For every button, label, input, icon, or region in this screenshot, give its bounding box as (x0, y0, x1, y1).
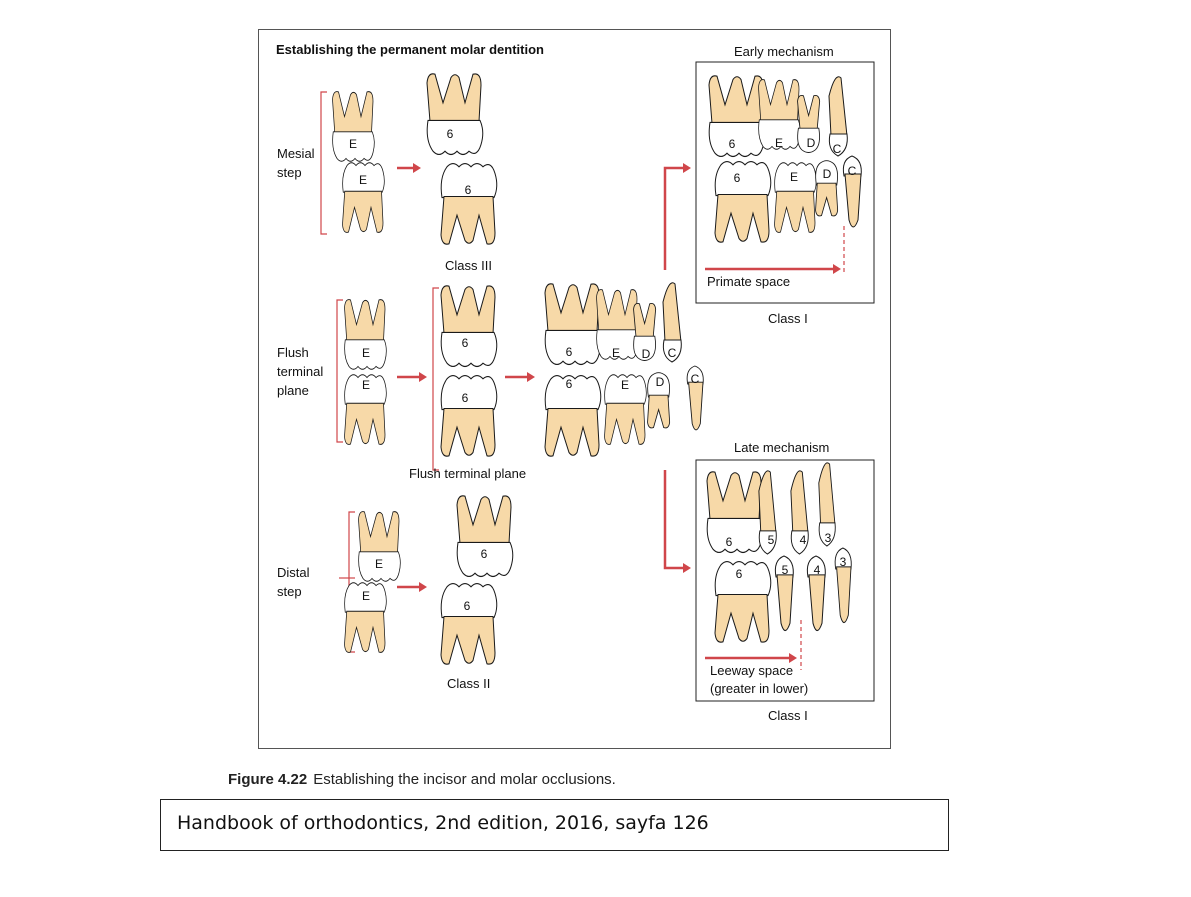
distal-lower-E-label: E (362, 589, 370, 603)
mixed-upper-6 (544, 283, 602, 366)
flush-label-2: terminal (277, 364, 323, 379)
early-class-label: Class I (768, 311, 808, 326)
mixed-upper-C-label: C (668, 346, 677, 360)
early-lower-6 (714, 160, 772, 243)
flush-bracket (336, 299, 343, 443)
mesial-lower-6 (440, 162, 498, 245)
mesial-lower-E-label: E (359, 173, 367, 187)
distal-upper-E-label: E (375, 557, 383, 571)
mixed-lower-C-label: C (691, 372, 700, 386)
mixed-upper-6-label: 6 (566, 345, 573, 359)
class-iii-label: Class III (445, 258, 492, 273)
flush-plane-label: Flush terminal plane (409, 466, 526, 481)
mixed-lower-E-label: E (621, 378, 629, 392)
late-lower-3-label: 3 (840, 555, 847, 569)
flush-label-3: plane (277, 383, 309, 398)
late-upper-6 (706, 471, 764, 554)
to-early-arrow (663, 166, 683, 270)
early-upper-6-label: 6 (729, 137, 736, 151)
mesial-label-1: Mesial (277, 146, 315, 161)
late-upper-3-label: 3 (825, 531, 832, 545)
late-lower-6 (714, 560, 772, 643)
mixed-upper-D-label: D (642, 347, 651, 361)
late-heading: Late mechanism (734, 440, 829, 455)
distal-lower-6 (440, 582, 498, 665)
mixed-lower-6-label: 6 (566, 377, 573, 391)
early-heading: Early mechanism (734, 44, 834, 59)
mesial-upper-6 (426, 73, 484, 156)
source-text: Handbook of orthodontics, 2nd edition, 2… (177, 812, 709, 834)
early-lower-D-label: D (823, 167, 832, 181)
flush-upper-6-label: 6 (462, 336, 469, 350)
mixed-lower-D-label: D (656, 375, 665, 389)
dentition-diagram: Establishing the permanent molar dentiti… (276, 42, 875, 723)
early-upper-C-label: C (833, 142, 842, 156)
figure-caption: Figure 4.22 Establishing the incisor and … (228, 771, 616, 788)
early-upper-D-label: D (807, 136, 816, 150)
distal-label-1: Distal (277, 565, 310, 580)
class-ii-label: Class II (447, 676, 490, 691)
distal-bracket (348, 511, 355, 653)
source-box: Handbook of orthodontics, 2nd edition, 2… (160, 799, 949, 851)
mesial-label-2: step (277, 165, 302, 180)
late-lower-6-label: 6 (736, 567, 743, 581)
late-box (695, 459, 875, 702)
late-lower-4-label: 4 (814, 563, 821, 577)
late-upper-6-label: 6 (726, 535, 733, 549)
mixed-upper-E-label: E (612, 346, 620, 360)
distal-label-2: step (277, 584, 302, 599)
flush-lower-6-label: 6 (462, 391, 469, 405)
distal-lower-6-label: 6 (464, 599, 471, 613)
mesial-upper-E-label: E (349, 137, 357, 151)
primate-space-label: Primate space (707, 274, 790, 289)
flush-upper-E-label: E (362, 346, 370, 360)
early-upper-E-label: E (775, 136, 783, 150)
late-upper-5-label: 5 (768, 533, 775, 547)
distal-upper-6 (456, 495, 514, 578)
mixed-lower-6 (544, 374, 602, 457)
leeway-space-label-1: Leeway space (710, 663, 793, 678)
mesial-lower-6-label: 6 (465, 183, 472, 197)
late-lower-5-label: 5 (782, 563, 789, 577)
leeway-space-label-2: (greater in lower) (710, 681, 808, 696)
caption-label: Figure 4.22 (228, 771, 308, 788)
early-box (695, 61, 875, 304)
to-late-arrow (663, 470, 683, 570)
late-upper-4-label: 4 (800, 533, 807, 547)
late-class-label: Class I (768, 708, 808, 723)
mesial-upper-6-label: 6 (447, 127, 454, 141)
early-lower-C-label: C (848, 164, 857, 178)
diagram-figure: Establishing the permanent molar dentiti… (258, 29, 891, 749)
early-lower-6-label: 6 (734, 171, 741, 185)
figure-title: Establishing the permanent molar dentiti… (276, 42, 544, 57)
mesial-bracket (320, 91, 327, 235)
caption-text: Establishing the incisor and molar occlu… (313, 771, 616, 788)
flush-lower-6 (440, 374, 498, 457)
early-lower-E-label: E (790, 170, 798, 184)
distal-upper-6-label: 6 (481, 547, 488, 561)
flush-upper-6 (440, 285, 498, 368)
flush-6-bracket (432, 287, 439, 471)
early-upper-6 (708, 75, 766, 158)
flush-lower-E-label: E (362, 378, 370, 392)
flush-label-1: Flush (277, 345, 309, 360)
